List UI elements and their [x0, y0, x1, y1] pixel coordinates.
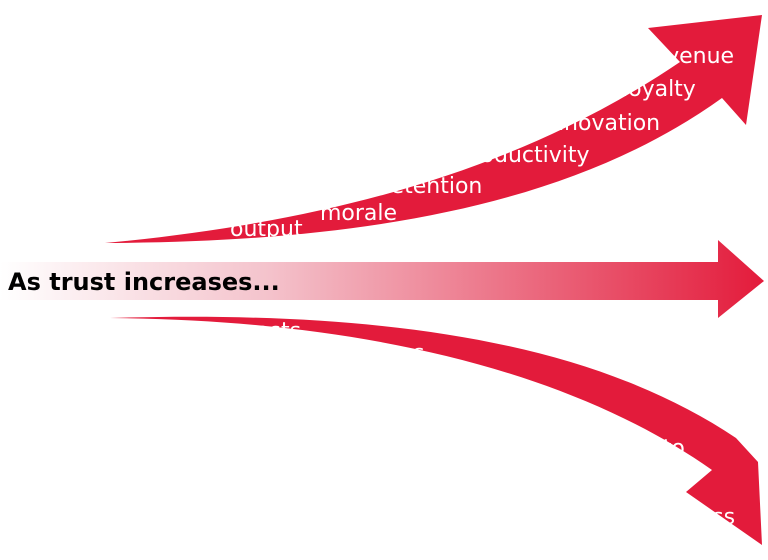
- headline-text: As trust increases...: [8, 268, 280, 296]
- rising-label-morale: morale: [320, 201, 397, 226]
- falling-label-suspicion: suspicion: [422, 371, 525, 396]
- middle-arrow-shape: [0, 240, 764, 318]
- rising-label-loyalty: loyalty: [622, 77, 696, 102]
- falling-arrow-shape: [110, 316, 762, 545]
- falling-label-problems: problems: [322, 341, 425, 366]
- rising-label-productivity: productivity: [458, 143, 590, 168]
- rising-arrow-shape: [105, 15, 762, 243]
- falling-label-time-to: time to: [606, 436, 685, 461]
- falling-label-attrition: attrition: [512, 403, 600, 428]
- falling-label-costs: costs: [244, 319, 301, 344]
- falling-label-stress: stress: [670, 505, 735, 530]
- rising-label-output: output: [230, 217, 303, 242]
- rising-label-retention: retention: [382, 174, 482, 199]
- rising-label-innovation: innovation: [544, 111, 660, 136]
- rising-label-revenue: revenue: [644, 44, 734, 69]
- falling-label-market: market: [606, 465, 684, 490]
